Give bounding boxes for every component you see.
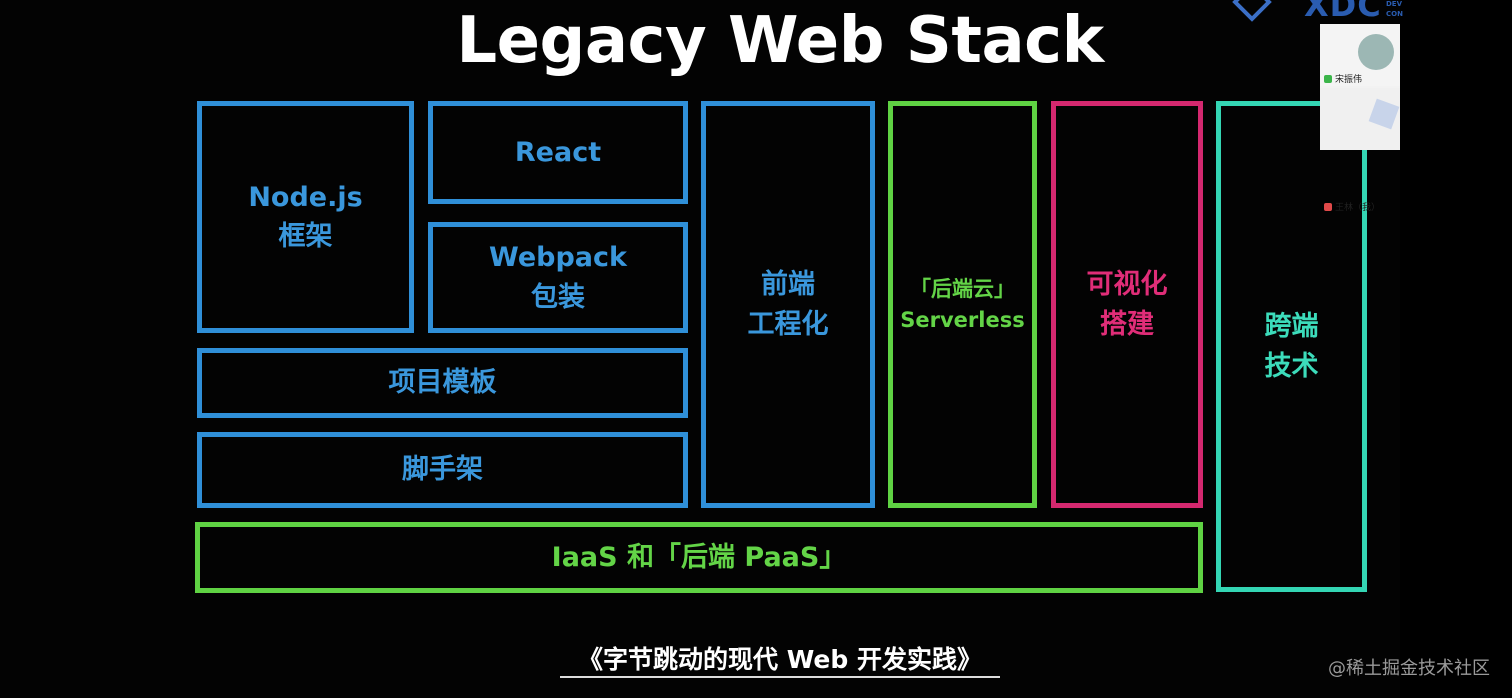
box-scaffold-label: 脚手架 — [402, 454, 483, 486]
box-react-label: React — [514, 136, 602, 168]
box-fe-line2: 工程化 — [747, 308, 829, 340]
box-webpack-line1: Webpack — [489, 242, 627, 274]
box-serverless-line1: 「后端云」 — [910, 277, 1015, 302]
avatar — [1368, 98, 1400, 130]
box-nodejs: Node.js 框架 — [197, 101, 414, 333]
box-template: 项目模板 — [197, 348, 688, 418]
logo-text: XDC — [1304, 0, 1382, 24]
mic-on-icon — [1324, 74, 1332, 83]
box-cross-line1: 跨端 — [1264, 311, 1319, 343]
participant-tile[interactable]: 宋振伟 — [1320, 24, 1400, 86]
box-visual-line2: 搭建 — [1100, 308, 1154, 340]
logo-mini-1: DEV — [1386, 0, 1403, 8]
box-webpack-line2: 包装 — [531, 281, 585, 313]
box-scaffold: 脚手架 — [197, 432, 688, 508]
box-serverless: 「后端云」 Serverless — [888, 101, 1037, 508]
box-nodejs-line2: 框架 — [278, 221, 333, 252]
box-iaas-label: IaaS 和「后端 PaaS」 — [551, 541, 847, 573]
subtitle-underline — [560, 676, 1000, 678]
box-visual: 可视化 搭建 — [1051, 101, 1203, 508]
slide: Legacy Web Stack Node.js 框架 React Webpac… — [195, 0, 1403, 678]
box-react: React — [428, 101, 688, 204]
participant-tile[interactable]: 王林（我） — [1320, 88, 1400, 213]
conference-logo: XDC DEV CON — [1232, 0, 1403, 24]
avatar — [1358, 34, 1394, 70]
participant-panel: 宋振伟 王林（我） — [1320, 24, 1400, 213]
participant-name: 宋振伟 — [1324, 72, 1362, 85]
box-template-label: 项目模板 — [388, 367, 497, 399]
watermark: @稀土掘金技术社区 — [1328, 658, 1490, 679]
box-visual-line1: 可视化 — [1086, 269, 1168, 301]
mic-off-icon — [1324, 202, 1332, 211]
slide-subtitle: 《字节跳动的现代 Web 开发实践》 — [578, 645, 982, 674]
logo-mini-2: CON — [1386, 10, 1403, 18]
box-nodejs-line1: Node.js — [248, 181, 363, 213]
box-cross: 跨端 技术 — [1216, 101, 1367, 592]
box-iaas: IaaS 和「后端 PaaS」 — [195, 522, 1203, 593]
box-fe-engineering: 前端 工程化 — [701, 101, 875, 508]
box-webpack: Webpack 包装 — [428, 222, 688, 333]
box-serverless-line2: Serverless — [900, 307, 1025, 332]
box-cross-line2: 技术 — [1264, 350, 1319, 382]
box-fe-line1: 前端 — [761, 269, 815, 301]
slide-title: Legacy Web Stack — [456, 4, 1104, 78]
participant-name: 王林（我） — [1324, 200, 1380, 213]
